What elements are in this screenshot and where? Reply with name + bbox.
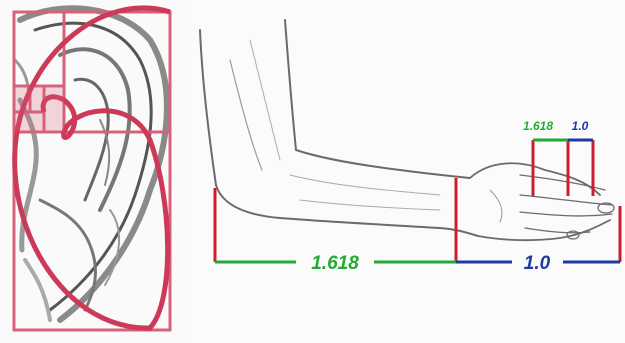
finger-short-ratio-label: 1.0 (572, 119, 589, 133)
forearm-ratio-label: 1.618 (311, 253, 359, 274)
finger-long-ratio-label: 1.618 (523, 119, 553, 133)
hand-ratio-label: 1.0 (524, 253, 551, 274)
ear-panel (0, 0, 185, 343)
spiral-core-shade (14, 86, 64, 132)
arm-panel: 1.618 1.0 1.618 1.0 (185, 0, 625, 343)
